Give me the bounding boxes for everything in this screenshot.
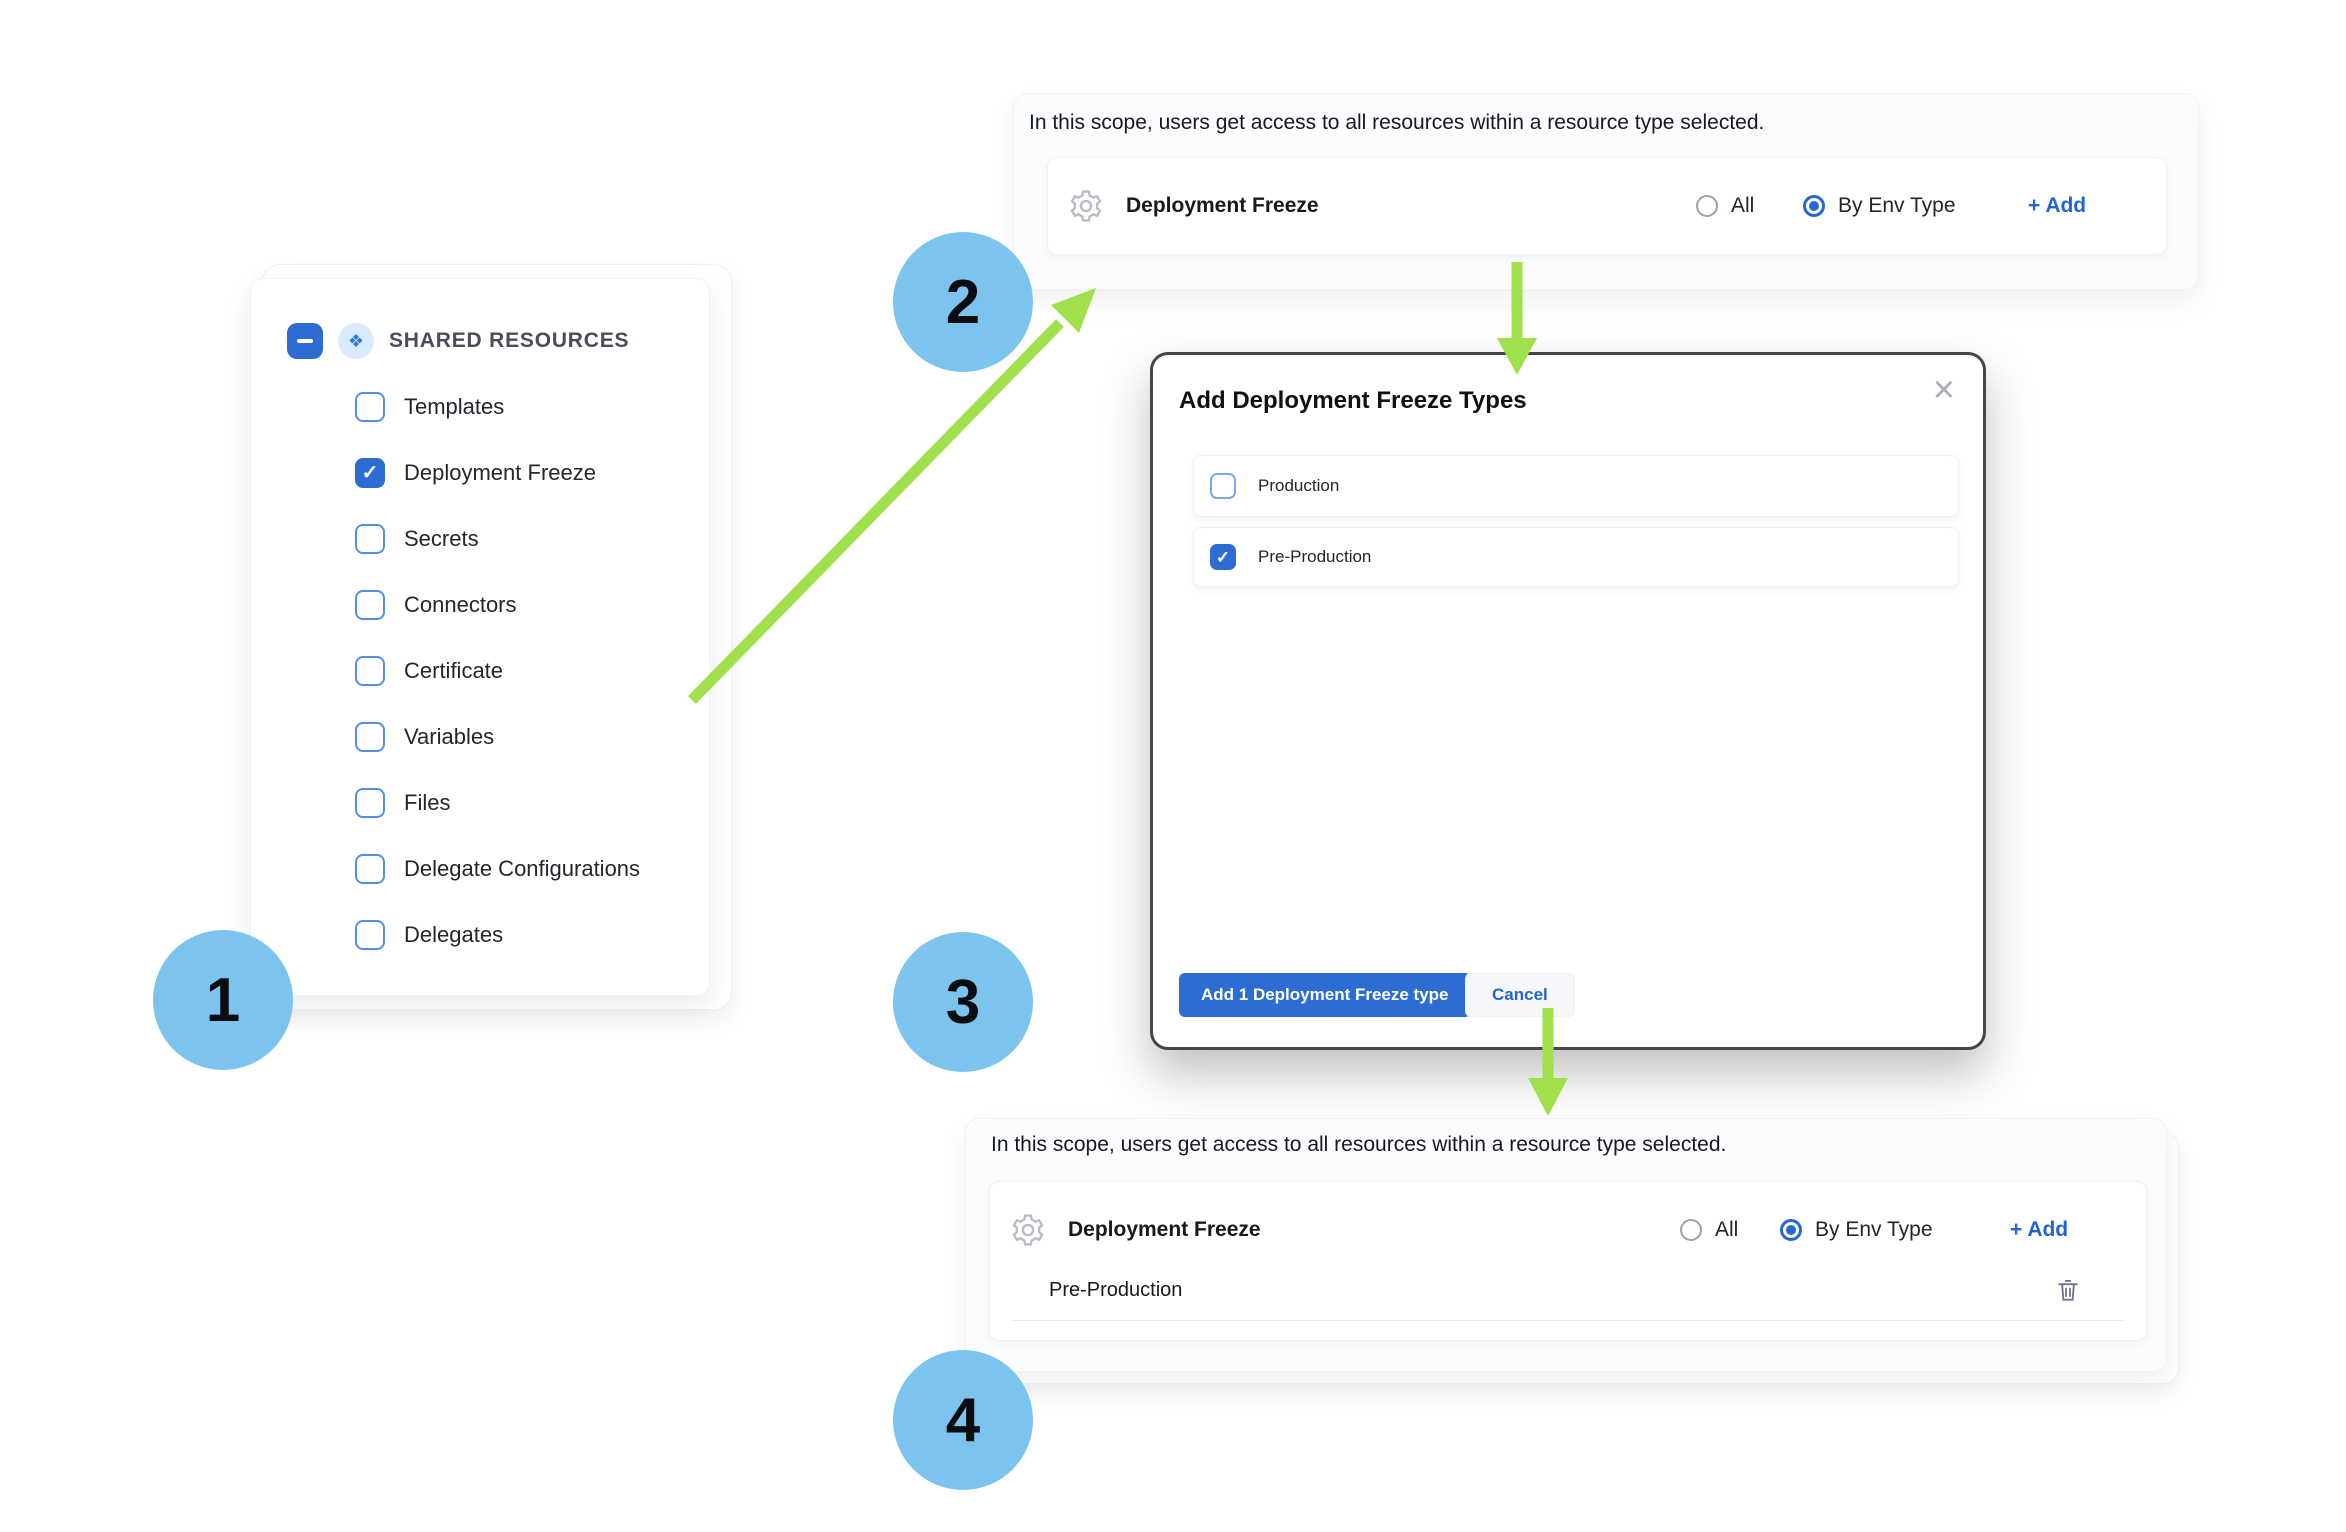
checkbox[interactable]: ✓ [355,392,385,422]
check-icon: ✓ [1215,547,1231,567]
resource-item-connectors[interactable]: ✓ Connectors [355,588,517,622]
arrowhead-step1-to-step2 [1051,288,1096,333]
checkbox[interactable]: ✓ [355,920,385,950]
checkbox[interactable]: ✓ [355,524,385,554]
resource-item-label: Delegate Configurations [404,856,641,881]
resource-item-label: Templates [404,394,505,419]
resource-item-label: Deployment Freeze [404,460,596,485]
shared-resources-title: SHARED RESOURCES [389,329,630,352]
resource-item-secrets[interactable]: ✓ Secrets [355,522,479,556]
step-badge-4: 4 [893,1350,1033,1490]
row-divider [1012,1320,2124,1321]
radio-icon-all[interactable] [1696,195,1718,217]
radio-label-all: All [1731,194,1755,217]
resource-item-deployment-freeze[interactable]: ✓ Deployment Freeze [355,456,596,490]
resource-name: Deployment Freeze [1068,1218,1261,1241]
trash-icon[interactable] [2054,1268,2082,1312]
gear-icon [1068,188,1104,224]
resource-name: Deployment Freeze [1126,194,1319,217]
shared-resources-panel: ❖ SHARED RESOURCES ✓ Templates ✓ Deploym… [250,278,710,996]
checkbox[interactable]: ✓ [1210,473,1236,499]
arrowhead-step3-to-step4 [1528,1078,1568,1116]
shared-resources-icon: ❖ [338,323,374,359]
resource-item-label: Certificate [404,658,504,683]
step-badge-1: 1 [153,930,293,1070]
modal-title: Add Deployment Freeze Types [1179,387,1527,414]
modal-option-pre-production[interactable]: ✓ Pre-Production [1193,527,1959,587]
modal-option-production[interactable]: ✓ Production [1193,455,1959,517]
radio-option-by-env-type[interactable]: By Env Type [1780,1182,1933,1278]
resource-item-delegate-configurations[interactable]: ✓ Delegate Configurations [355,852,640,886]
radio-icon-by-env-type[interactable] [1803,195,1825,217]
resource-item-label: Variables [404,724,495,749]
resource-item-label: Connectors [404,592,517,617]
checkbox[interactable]: ✓ [355,590,385,620]
scope-description: In this scope, users get access to all r… [1029,111,1765,134]
radio-icon-all[interactable] [1680,1219,1702,1241]
shared-resources-header: ❖ SHARED RESOURCES [287,323,629,359]
scope-description: In this scope, users get access to all r… [991,1133,1727,1156]
resource-type-row: Deployment Freeze All By Env Type + Add [1047,157,2167,255]
close-icon[interactable]: × [1932,369,1955,411]
collapse-button[interactable] [287,323,323,359]
checkbox[interactable]: ✓ [355,722,385,752]
scope-panel-top: In this scope, users get access to all r… [1013,93,2199,290]
radio-label-by-env-type: By Env Type [1838,194,1956,217]
step-badge-3: 3 [893,932,1033,1072]
resource-item-certificate[interactable]: ✓ Certificate [355,654,503,688]
modal-option-label: Production [1258,476,1340,495]
checkbox[interactable]: ✓ [355,788,385,818]
resource-item-label: Files [404,790,451,815]
radio-label-by-env-type: By Env Type [1815,1218,1933,1241]
add-link[interactable]: + Add [2010,1218,2069,1241]
resource-item-files[interactable]: ✓ Files [355,786,450,820]
checkbox[interactable]: ✓ [355,854,385,884]
minus-icon [297,339,313,343]
radio-option-all[interactable]: All [1696,158,1754,254]
checkbox[interactable]: ✓ [1210,544,1236,570]
radio-label-all: All [1715,1218,1739,1241]
resource-type-row: Deployment Freeze All By Env Type + Add … [989,1181,2147,1341]
modal-option-label: Pre-Production [1258,547,1372,566]
add-deployment-freeze-type-button[interactable]: Add 1 Deployment Freeze type [1179,973,1471,1017]
cancel-button[interactable]: Cancel [1465,973,1575,1017]
selected-type-row: Pre-Production [990,1268,2146,1312]
checkbox[interactable]: ✓ [355,458,385,488]
add-deployment-freeze-types-modal: Add Deployment Freeze Types × ✓ Producti… [1150,352,1986,1050]
selected-type-name: Pre-Production [1049,1278,1183,1301]
check-icon: ✓ [361,462,379,484]
checkbox[interactable]: ✓ [355,656,385,686]
radio-icon-by-env-type[interactable] [1780,1219,1802,1241]
resource-item-templates[interactable]: ✓ Templates [355,390,504,424]
step-badge-2: 2 [893,232,1033,372]
resource-item-label: Secrets [404,526,479,551]
resource-item-label: Delegates [404,922,504,947]
arrow-step1-to-step2 [688,319,1064,704]
add-link[interactable]: + Add [2028,194,2087,217]
gear-icon [1010,1212,1046,1248]
scope-panel-bottom: In this scope, users get access to all r… [965,1118,2167,1372]
radio-option-by-env-type[interactable]: By Env Type [1803,158,1956,254]
resource-item-delegates[interactable]: ✓ Delegates [355,918,503,952]
resource-item-variables[interactable]: ✓ Variables [355,720,494,754]
radio-option-all[interactable]: All [1680,1182,1738,1278]
